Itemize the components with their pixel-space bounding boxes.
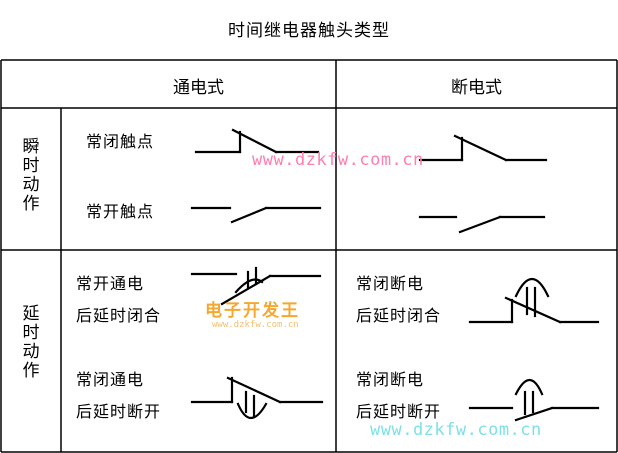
row-label-delay: 延时动作 [22,304,40,381]
watermark-logo-url: www.dzkfw.com.cn [212,320,299,330]
symbol-instant-normally-open-deenergize [418,215,546,234]
label-normally-closed-contact: 常闭触点 [86,132,155,151]
watermark-url-bottom: www.dzkfw.com.cn [370,420,542,440]
watermark-url-top: www.dzkfw.com.cn [252,150,424,170]
row-label-instant: 瞬时动作 [22,137,40,214]
label-delay-deenergize-close-line1: 常闭断电 [356,274,425,293]
label-delay-deenergize-open-line2: 后延时断开 [356,402,442,421]
symbol-instant-normally-closed-energize [194,128,320,154]
symbol-instant-normally-open-energize [190,206,322,224]
column-header-deenergize: 断电式 [451,78,502,98]
watermark-logo: 电子开发王 [205,301,300,321]
label-normally-open-contact: 常开触点 [86,202,155,221]
label-delay-energize-close-line1: 常开通电 [76,274,145,293]
symbol-delay-deenergize-close [468,277,600,324]
label-delay-deenergize-open-line1: 常闭断电 [356,370,425,389]
symbol-delay-deenergize-open [468,378,600,422]
symbol-instant-normally-closed-deenergize [418,134,548,162]
page-title: 时间继电器触头类型 [228,21,390,41]
column-header-energize: 通电式 [173,78,224,98]
label-delay-energize-close-line2: 后延时闭合 [76,306,162,325]
symbol-delay-energize-close [190,266,322,306]
label-delay-energize-open-line1: 常闭通电 [76,370,145,389]
label-delay-deenergize-close-line2: 后延时闭合 [356,306,442,325]
label-delay-energize-open-line2: 后延时断开 [76,402,162,421]
symbol-delay-energize-open [190,376,324,420]
